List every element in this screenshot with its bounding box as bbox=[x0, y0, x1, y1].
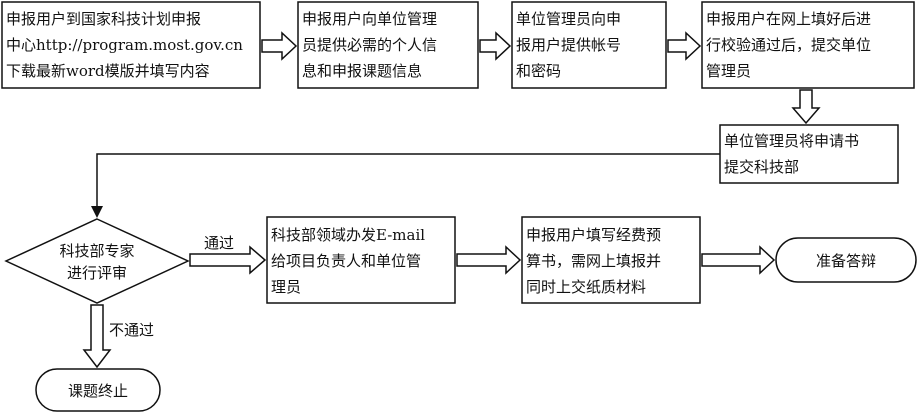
node-submit-ministry: 单位管理员将申请书 提交科技部 bbox=[719, 124, 899, 184]
node-provide-account: 单位管理员向申 报用户提供帐号 和密码 bbox=[511, 1, 667, 89]
node-download-template-line-3: 下载最新word模版并填写内容 bbox=[6, 62, 210, 80]
node-expert-review: 科技部专家 进行评审 bbox=[4, 218, 190, 304]
node-email-notify: 科技部领域办发E-mail 给项目负责人和单位管 理员 bbox=[266, 216, 456, 304]
node-provide-info-box bbox=[297, 1, 479, 89]
node-prepare-defense: 准备答辩 bbox=[775, 237, 917, 283]
arrow-download-to-info bbox=[261, 31, 298, 61]
node-budget-form-line-1: 申报用户填写经费预 bbox=[526, 226, 661, 244]
node-online-submit-line-2: 行校验通过后，提交单位 bbox=[706, 36, 871, 54]
node-submit-ministry-line-1: 单位管理员将申请书 bbox=[724, 132, 859, 150]
node-email-notify-line-1: 科技部领域办发E-mail bbox=[271, 226, 425, 244]
node-download-template-line-2: 中心http://program.most.gov.cn bbox=[6, 36, 243, 54]
node-provide-account-line-2: 报用户提供帐号 bbox=[516, 36, 621, 54]
node-online-submit: 申报用户在网上填好后进 行校验通过后，提交单位 管理员 bbox=[701, 1, 915, 89]
arrow-account-to-online bbox=[667, 31, 702, 61]
pass-label: 通过 bbox=[204, 234, 234, 252]
node-online-submit-line-3: 管理员 bbox=[706, 62, 751, 80]
node-submit-ministry-line-2: 提交科技部 bbox=[724, 158, 799, 176]
node-prepare-defense-box bbox=[775, 237, 917, 283]
node-download-template-line-1: 申报用户到国家科技计划申报 bbox=[6, 10, 201, 28]
arrow-info-to-account bbox=[479, 31, 512, 61]
node-download-template-box bbox=[1, 1, 261, 89]
fail-label: 不通过 bbox=[109, 321, 154, 339]
connector-ministry-to-review bbox=[96, 153, 720, 208]
node-project-terminated: 课题终止 bbox=[35, 368, 161, 412]
arrow-review-pass bbox=[189, 245, 267, 275]
node-budget-form-box bbox=[521, 216, 701, 304]
node-provide-account-box bbox=[511, 1, 667, 89]
connector-ministry-to-review-arrowhead bbox=[91, 206, 103, 218]
node-provide-account-line-1: 单位管理员向申 bbox=[516, 10, 621, 28]
node-online-submit-line-1: 申报用户在网上填好后进 bbox=[706, 10, 871, 28]
node-project-terminated-box bbox=[35, 368, 161, 412]
node-provide-info-line-2: 员提供必需的个人信 bbox=[302, 36, 437, 54]
node-budget-form-line-2: 算书，需网上填报并 bbox=[526, 252, 661, 270]
node-provide-account-line-3: 和密码 bbox=[516, 62, 561, 80]
node-email-notify-box bbox=[266, 216, 456, 304]
node-email-notify-line-2: 给项目负责人和单位管 bbox=[271, 252, 421, 270]
node-submit-ministry-box bbox=[719, 124, 899, 184]
node-budget-form-line-3: 同时上交纸质材料 bbox=[526, 278, 646, 296]
node-provide-info-line-3: 息和申报课题信息 bbox=[302, 62, 422, 80]
node-prepare-defense-label: 准备答辩 bbox=[816, 252, 876, 270]
node-expert-review-diamond bbox=[4, 218, 190, 304]
node-email-notify-line-3: 理员 bbox=[271, 278, 301, 296]
node-provide-info: 申报用户向单位管理 员提供必需的个人信 息和申报课题信息 bbox=[297, 1, 479, 89]
node-expert-review-line-2: 进行评审 bbox=[67, 264, 127, 282]
arrow-online-to-ministry bbox=[791, 89, 821, 125]
node-project-terminated-label: 课题终止 bbox=[68, 382, 128, 400]
node-expert-review-line-1: 科技部专家 bbox=[59, 242, 134, 260]
arrow-email-to-budget bbox=[456, 245, 522, 275]
node-online-submit-box bbox=[701, 1, 915, 89]
node-download-template: 申报用户到国家科技计划申报 中心http://program.most.gov.… bbox=[1, 1, 261, 89]
node-budget-form: 申报用户填写经费预 算书，需网上填报并 同时上交纸质材料 bbox=[521, 216, 701, 304]
node-provide-info-line-1: 申报用户向单位管理 bbox=[302, 10, 437, 28]
arrow-review-fail bbox=[82, 304, 112, 369]
arrow-budget-to-defense bbox=[701, 245, 776, 275]
